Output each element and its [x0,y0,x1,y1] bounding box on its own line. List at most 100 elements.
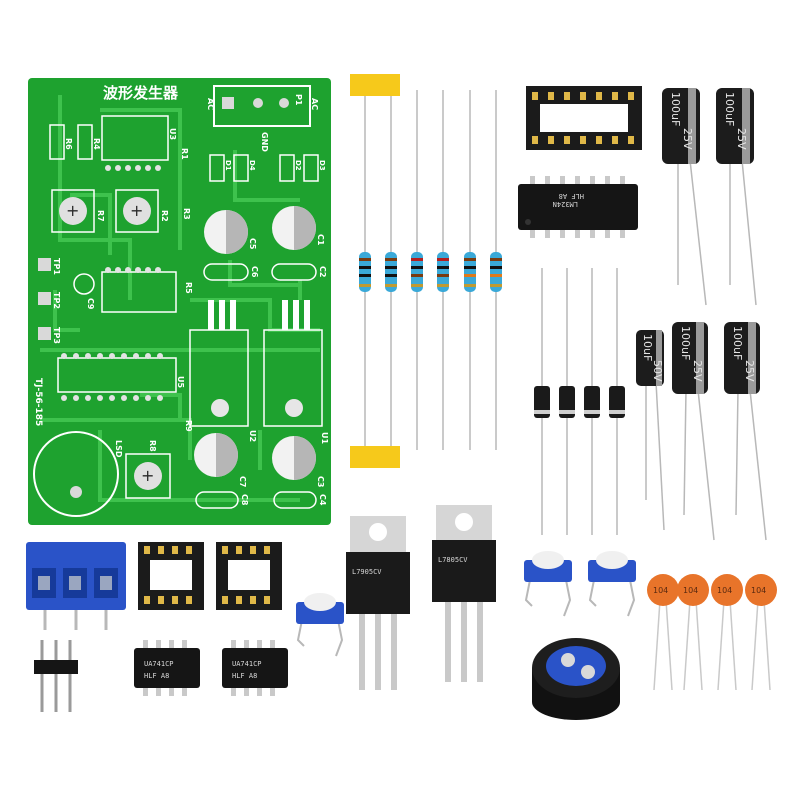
buzzer [532,638,620,720]
c7-polarity [216,433,238,477]
label-c7: C7 [238,476,247,487]
cap-value: 10uF [641,334,654,361]
regulator-marking: L7905CV [352,568,382,576]
resistor [490,252,502,292]
label-r7: R7 [96,210,105,222]
resistor-bodies [359,252,502,292]
label-tp1: TP1 [52,258,61,275]
buzzer-terminal [581,665,595,679]
tp1-pad [38,258,51,271]
tape-top [350,74,400,96]
diode [609,386,625,418]
c8-footprint [195,491,239,509]
ceramic-cap: 104 [745,574,777,606]
pcb-substrate [28,78,331,525]
chip-marking-sub: HLF A8 [559,192,584,200]
socket-window [540,104,628,132]
label-u1: U1 [320,432,329,444]
chip-marking-sub: HLF A8 [144,672,169,680]
screw-icon [38,576,50,590]
label-d3: D3 [318,160,326,171]
lsd-pad [70,486,82,498]
cap-voltage: 25V [735,128,748,150]
ceramic-leads [653,599,771,691]
label-c9: C9 [86,298,95,310]
ceramic-cap: 104 [711,574,743,606]
ceramic-value: 104 [683,586,698,595]
resistor-leads [364,90,497,450]
regulator-marking: L7805CV [438,556,468,564]
cap-voltage: 25V [691,360,704,382]
ceramic-value: 104 [653,586,668,595]
socket-pins [532,92,634,144]
label-u3: U3 [168,128,177,140]
p1-outline [213,85,311,127]
label-c8: C8 [240,494,249,506]
pcb-pad-rows [61,165,163,401]
chip-marking: UA741CP [144,660,174,668]
cap-stripe [742,88,750,164]
label-tp3: TP3 [52,327,61,344]
tp2-pad [38,292,51,305]
c3-polarity [294,436,316,480]
label-u2: U2 [248,430,257,442]
label-r6: R6 [64,138,73,150]
diode-leads [541,268,618,535]
u3-footprint [101,115,169,161]
label-ac-left: AC [206,98,215,110]
label-gnd: GND [260,132,269,152]
d2-footprint [279,154,295,182]
label-d2: D2 [294,160,302,171]
regulator-body [346,552,410,614]
label-r3: R3 [182,208,191,220]
resistor-strip [350,74,502,468]
ceramic-cap: 104 [677,574,709,606]
electrolytic-cap-large: 100uF 25V [716,88,757,306]
chip-pin1-dot [525,219,531,225]
p1-pad [253,98,263,108]
c4-footprint [273,491,317,509]
label-c1: C1 [316,234,325,246]
cap-value: 100uF [669,92,682,126]
buzzer-label [546,646,606,686]
cap-stripe [656,330,662,386]
ceramic-cap: 104 [647,574,679,606]
header-body [34,660,78,674]
ceramic-value: 104 [751,586,766,595]
chip-body [518,184,638,230]
board-id: TJ-56-185 [33,378,43,426]
cap-voltage: 25V [681,128,694,150]
u2-pin [208,300,214,330]
resistor [464,252,476,292]
diode [534,386,550,418]
label-r8: R8 [148,440,157,452]
ic-socket-8pin [138,542,204,610]
r2-footprint [115,189,159,233]
ic-socket-14pin [526,86,642,150]
label-p1: P1 [294,94,303,106]
trim-potentiometer [296,593,344,657]
label-c6: C6 [250,266,259,278]
screw-icon [100,576,112,590]
r8-plus-icon: + [141,466,154,485]
u1-mount-hole [285,399,303,417]
ua741-chip: UA741CP HLF A8 [222,640,288,696]
d4-footprint [233,154,249,182]
electrolytic-cap-small: 10uF 50V [636,330,665,531]
resistor [411,252,423,292]
label-c4: C4 [318,494,327,506]
electrolytic-cap-large: 100uF 25V [662,88,707,306]
trim-potentiometer [588,551,636,617]
chip-marking: LM324N [553,200,578,208]
p1-pad [279,98,289,108]
cap-stripe [696,322,704,394]
ceramic-value: 104 [717,586,732,595]
d3-footprint [303,154,319,182]
tp3-pad [38,327,51,340]
diode-row [534,268,625,535]
u1-pin [282,300,288,330]
lsd-footprint [33,431,119,517]
label-tp2: TP2 [52,292,61,309]
r8-pad [134,462,162,490]
